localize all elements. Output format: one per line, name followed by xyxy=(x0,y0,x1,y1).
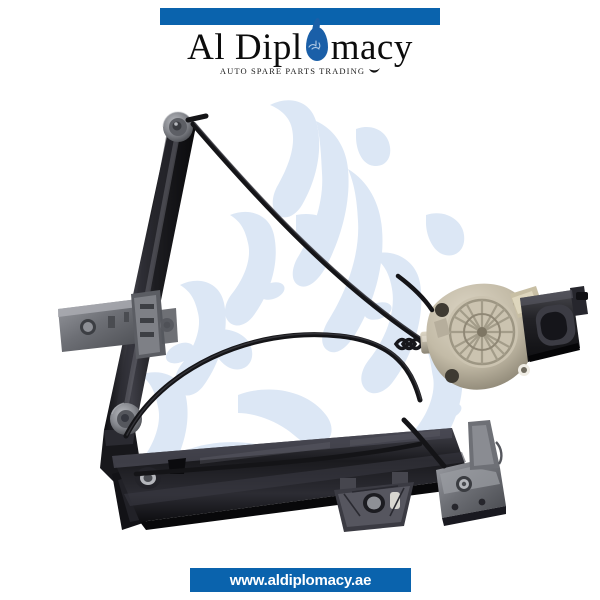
lift-cables xyxy=(123,113,447,477)
center-bottom-bracket xyxy=(334,472,414,532)
water-drop-arabic-calligraphy-icon xyxy=(304,27,330,65)
footer-url-banner[interactable]: www.aldiplomacy.ae xyxy=(190,568,411,592)
left-mounting-bracket xyxy=(58,290,178,359)
upper-pulley xyxy=(162,111,194,142)
motor-gear-housing xyxy=(426,283,544,390)
brand-name: Al Dipl macy xyxy=(187,26,413,70)
electric-motor xyxy=(520,286,588,362)
drop-calligraphy-glyph xyxy=(308,40,321,50)
brand-tagline: AUTO SPARE PARTS TRADING xyxy=(219,66,366,76)
swoosh-icon xyxy=(369,68,381,73)
main-vertical-rail xyxy=(100,118,196,530)
motor-lead-wire xyxy=(395,273,435,313)
header-blue-bar xyxy=(160,8,440,25)
brand-logo: Al Dipl macy AUTO SPARE PARTS TRADING xyxy=(0,26,600,86)
brand-tagline-row: AUTO SPARE PARTS TRADING xyxy=(0,66,600,76)
website-url: www.aldiplomacy.ae xyxy=(229,571,372,589)
coil-spring-icon xyxy=(393,337,425,351)
brand-name-suffix: macy xyxy=(330,27,413,68)
right-mounting-bracket xyxy=(436,420,506,526)
brand-name-prefix: Al Dipl xyxy=(187,27,303,68)
car-window-regulator-with-motor xyxy=(58,111,588,532)
